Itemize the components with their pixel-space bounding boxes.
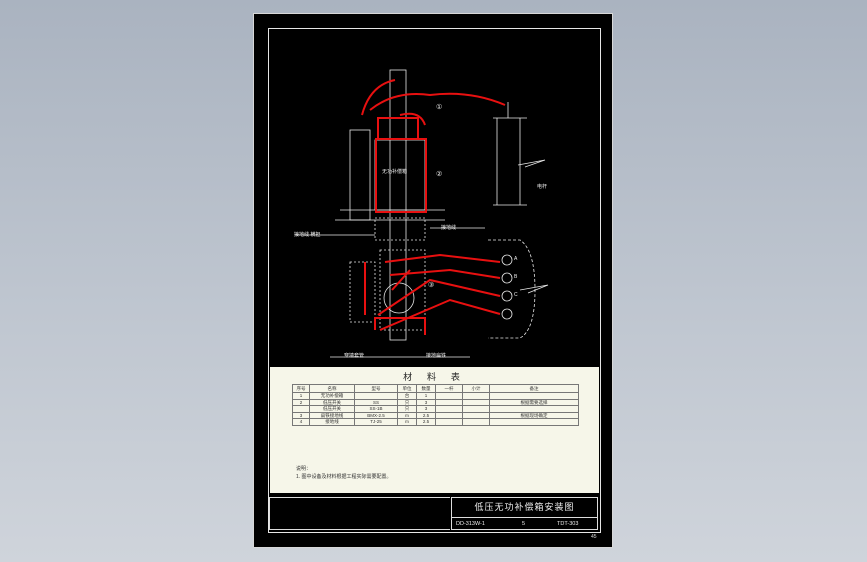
th-sub: 小计 — [462, 384, 490, 393]
th-qty: 数量 — [416, 384, 436, 393]
ground-label-right: 接地线 — [441, 225, 457, 231]
cell — [489, 418, 579, 426]
notes-title: 说明： — [296, 466, 312, 472]
drawing-title: 低压无功补偿箱安装图 — [474, 502, 575, 512]
callout-2: ② — [436, 171, 443, 178]
ground-label-left: 接地线 横担 — [294, 232, 321, 238]
table-header-row: 序号 名称 型号 单位 数量 一杆 小计 备注 — [292, 384, 579, 393]
th-model: 型号 — [354, 384, 398, 393]
cell: m — [397, 418, 417, 426]
callout-3: ③ — [428, 282, 435, 289]
drawing-code: DD-313W-1 — [456, 521, 485, 527]
title-block-row: DD-313W-1 5 TDT-303 — [452, 517, 597, 530]
bottom-label-left: 穿墙套管 — [344, 353, 365, 359]
th-note: 备注 — [489, 384, 579, 393]
title-block-blank — [269, 497, 450, 530]
mark-b: B — [514, 274, 518, 280]
callout-1: ① — [436, 104, 443, 111]
mark-c: C — [514, 292, 518, 298]
title-block: 低压无功补偿箱安装图 DD-313W-1 5 TDT-303 — [451, 497, 598, 530]
cell — [435, 418, 463, 426]
mark-a: A — [514, 256, 518, 262]
th-seq: 序号 — [292, 384, 310, 393]
cell: 2.5 — [416, 418, 436, 426]
page-number: 45 — [591, 534, 597, 540]
bottom-label-right: 接地扁铁 — [426, 353, 447, 359]
pole-label: 电杆 — [537, 184, 548, 190]
page-field: 5 — [522, 521, 526, 527]
cell — [462, 418, 490, 426]
materials-title: 材 料 表 — [403, 373, 466, 383]
box-label: 无功补偿箱 — [382, 169, 408, 175]
drawing-frame — [268, 28, 601, 533]
notes-line: 1. 图中设备及材料根据工程实际需要配置。 — [296, 474, 392, 480]
cell: 4 — [292, 418, 310, 426]
th-unit: 单位 — [397, 384, 417, 393]
th-one: 一杆 — [435, 384, 463, 393]
notes: 说明： 1. 图中设备及材料根据工程实际需要配置。 — [296, 465, 392, 481]
sheet-code: TDT-303 — [557, 521, 579, 527]
cell: 接地线 — [309, 418, 355, 426]
th-name: 名称 — [309, 384, 355, 393]
cell: TJ-25 — [354, 418, 398, 426]
